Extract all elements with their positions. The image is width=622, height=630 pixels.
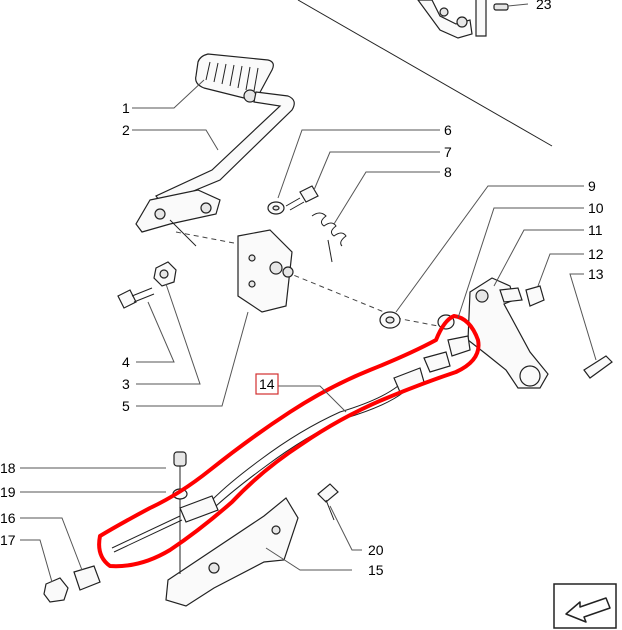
callout-11: 11 bbox=[588, 222, 603, 238]
back-arrow-button[interactable] bbox=[553, 583, 617, 629]
reference-lines bbox=[175, 0, 553, 327]
callout-8: 8 bbox=[444, 164, 452, 180]
right-lever-assembly bbox=[437, 277, 613, 389]
callout-5: 5 bbox=[122, 398, 130, 414]
lower-bracket-assembly bbox=[43, 451, 339, 607]
leader-lines bbox=[20, 3, 597, 583]
washer-9 bbox=[379, 311, 401, 329]
bolt-and-nut bbox=[117, 261, 177, 309]
washer-bolt-spring bbox=[267, 185, 347, 263]
callout-1: 1 bbox=[122, 100, 130, 116]
callout-20: 20 bbox=[368, 542, 384, 558]
callout-6: 6 bbox=[444, 122, 452, 138]
callout-17: 17 bbox=[0, 532, 16, 548]
callout-14: 14 bbox=[259, 376, 275, 392]
callout-4: 4 bbox=[122, 354, 130, 370]
cable-highlight-outline bbox=[97, 314, 481, 569]
back-arrow-icon bbox=[565, 597, 611, 623]
callout-14-box bbox=[255, 373, 279, 395]
callout-10: 10 bbox=[588, 200, 604, 216]
callout-12: 12 bbox=[588, 246, 604, 262]
callout-labels: 1 2 4 3 5 6 7 8 9 10 11 12 13 14 18 19 1… bbox=[0, 0, 604, 578]
callout-9: 9 bbox=[588, 178, 596, 194]
callout-2: 2 bbox=[122, 122, 130, 138]
callout-16: 16 bbox=[0, 510, 16, 526]
top-bracket-assembly bbox=[417, 0, 509, 39]
callout-15: 15 bbox=[368, 562, 384, 578]
callout-7: 7 bbox=[444, 144, 452, 160]
callout-23: 23 bbox=[536, 0, 552, 12]
callout-13: 13 bbox=[588, 266, 604, 282]
callout-19: 19 bbox=[0, 484, 16, 500]
pedal-bracket bbox=[237, 229, 294, 313]
callout-18: 18 bbox=[0, 460, 16, 476]
callout-3: 3 bbox=[122, 376, 130, 392]
pedal-lever-assembly bbox=[135, 53, 295, 247]
